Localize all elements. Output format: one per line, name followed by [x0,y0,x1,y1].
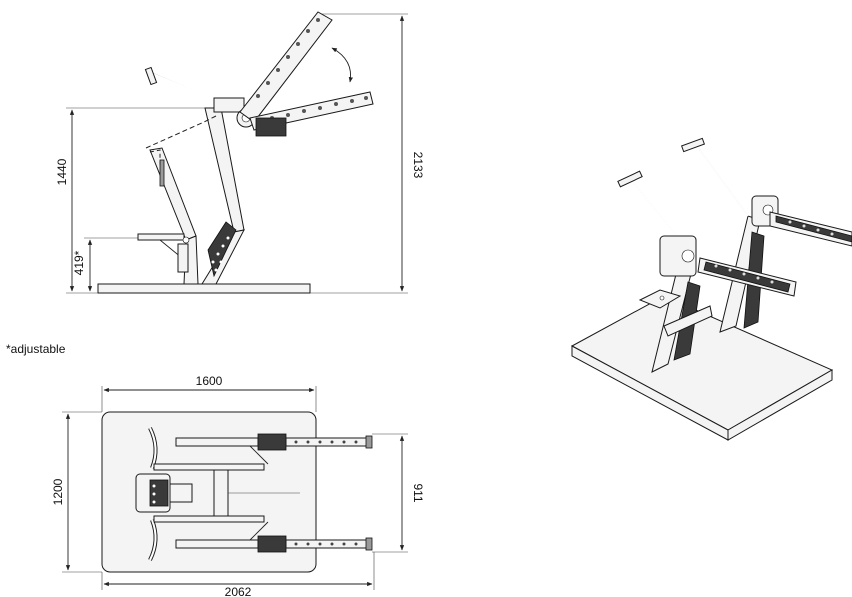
side-view: 1440 419* 2133 [55,11,425,294]
iso-front-column [651,265,713,373]
main-frame [149,107,245,285]
rotation-arrow-icon [331,47,353,83]
dim-2062-label: 2062 [225,585,252,597]
iso-view [570,137,852,441]
backrest-dashed [145,115,217,149]
dim-419-label: 419* [72,250,86,275]
dim-1600: 1600 [101,374,317,412]
dim-2133-label: 2133 [411,152,425,179]
dim-911: 911 [372,433,425,553]
dim-911-label: 911 [411,483,425,502]
dim-1600-label: 1600 [196,374,223,388]
dim-2133: 2133 [310,13,425,294]
plan-seat [135,473,193,513]
dim-2062: 2062 [101,552,375,597]
iso-rear-arm [769,211,852,247]
lever-arm-lowered [249,91,374,137]
iso-front-arm [697,257,797,297]
adjustable-note: *adjustable [6,342,66,356]
dim-1200-label: 1200 [51,478,65,505]
dim-1440-label: 1440 [55,158,69,185]
seat [137,233,190,273]
lever-arm-raised [239,11,333,123]
plan-arm-top [175,433,373,465]
dim-1440: 1440 [55,107,230,294]
dim-1200: 1200 [51,411,102,573]
base-plate [97,283,311,294]
handle-bar [144,66,249,113]
top-view: 1600 1200 911 2062 [51,374,425,597]
plan-arm-bottom [175,521,373,553]
dim-419: 419* [72,237,140,292]
